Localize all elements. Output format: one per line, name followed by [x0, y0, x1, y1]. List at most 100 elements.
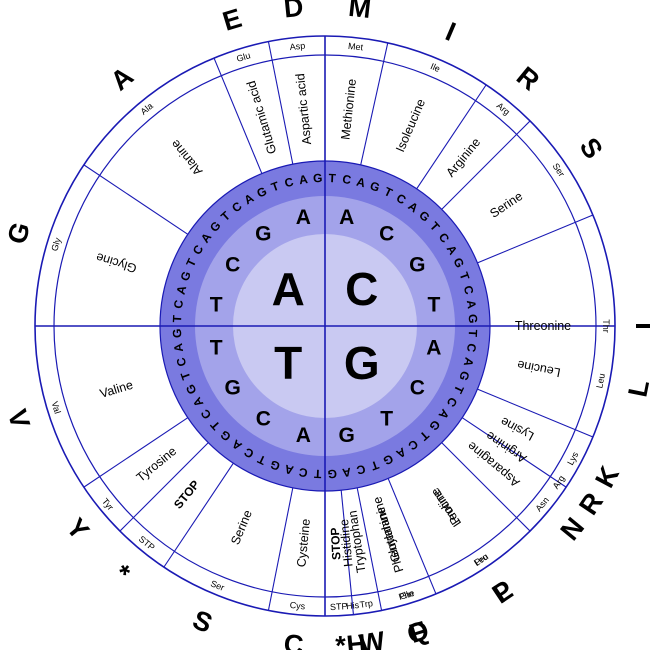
amino-acid-letter: Q: [403, 615, 432, 650]
third-base: C: [298, 465, 309, 480]
second-base: T: [427, 293, 440, 316]
third-base: A: [174, 284, 190, 296]
third-base: G: [456, 369, 472, 383]
first-base: A: [272, 263, 305, 315]
amino-acid-letter: V: [2, 406, 36, 432]
amino-acid-letter: G: [1, 219, 36, 248]
amino-acid-letter: E: [219, 3, 245, 37]
amino-acid-abbr: STP: [330, 601, 348, 612]
amino-acid-letter: W: [357, 626, 387, 650]
third-base: C: [464, 342, 479, 353]
codon-group-divider: [267, 41, 294, 165]
amino-acid-name: Glycine: [94, 250, 138, 276]
codon-group-divider: [387, 478, 437, 595]
amino-acid-abbr: Tyr: [100, 496, 116, 512]
third-base: A: [461, 356, 477, 368]
first-base: T: [274, 337, 302, 389]
amino-acid-letter: L: [623, 377, 650, 399]
amino-acid-abbr: Leu: [594, 372, 607, 389]
third-base: C: [171, 299, 186, 310]
amino-acid-letter: P: [487, 575, 519, 610]
amino-acid-letter: K: [589, 461, 625, 493]
third-base: G: [327, 467, 337, 481]
codon-group-divider: [163, 462, 234, 568]
amino-acid-abbr: Ser: [551, 161, 567, 178]
second-base: A: [296, 424, 311, 447]
amino-acid-name: Aspartic acid: [293, 73, 314, 146]
third-base: A: [341, 465, 352, 480]
amino-acid-name: Threonine: [515, 319, 571, 333]
third-base: C: [174, 356, 190, 368]
second-base: G: [255, 223, 271, 246]
codon-group-divider: [416, 84, 487, 190]
second-base: A: [339, 206, 354, 229]
amino-acid-abbr: Ala: [139, 101, 155, 117]
amino-acid-name: STOP: [171, 478, 202, 512]
first-base: C: [345, 263, 378, 315]
amino-acid-abbr: Met: [348, 41, 364, 53]
second-base: G: [225, 377, 241, 400]
codon-group-divider: [477, 214, 594, 264]
amino-acid-abbr: Lys: [565, 450, 580, 467]
second-base: C: [379, 223, 394, 246]
amino-acid-letter: R: [573, 487, 609, 520]
codon-group-divider: [356, 487, 383, 611]
codon-group-divider: [461, 417, 567, 488]
amino-acid-abbr: Gln: [398, 588, 414, 602]
third-base: T: [313, 467, 322, 481]
amino-acid-letter: Y: [60, 513, 95, 546]
codon-group-divider: [441, 120, 531, 210]
amino-acid-letter: R: [511, 61, 545, 97]
third-base: A: [298, 172, 309, 187]
third-base: G: [466, 314, 480, 324]
amino-acid-name: Serine: [487, 189, 525, 221]
third-base: T: [466, 329, 480, 338]
codon-group-divider: [477, 388, 594, 438]
amino-acid-letter: I: [441, 16, 460, 47]
third-base: T: [328, 171, 337, 185]
second-base: G: [338, 424, 354, 447]
second-base: A: [296, 206, 311, 229]
third-base: A: [464, 299, 479, 310]
amino-acid-name: Histidine: [337, 518, 356, 567]
amino-acid-abbr: Thr: [601, 319, 611, 333]
amino-acid-letter: D: [282, 0, 304, 23]
amino-acid-letter: A: [105, 61, 139, 97]
second-base: C: [225, 253, 240, 276]
amino-acid-abbr: Arg: [551, 474, 567, 491]
amino-acid-abbr: Asp: [289, 41, 305, 52]
amino-acid-name: Leucine: [516, 357, 562, 379]
amino-acid-abbr: Phe: [397, 588, 415, 602]
amino-acid-name: Proline: [429, 487, 462, 527]
amino-acid-letter: M: [347, 0, 373, 24]
third-base: G: [368, 178, 382, 194]
codon-group-divider: [83, 164, 189, 235]
second-base: C: [256, 407, 271, 430]
amino-acid-abbr: Val: [50, 400, 63, 415]
second-base: C: [410, 377, 425, 400]
codon-group-divider: [213, 57, 263, 174]
third-base: A: [355, 175, 367, 191]
third-base: A: [283, 462, 295, 478]
codon-group-divider: [83, 417, 189, 488]
amino-acid-abbr: His: [346, 600, 360, 611]
third-base: C: [461, 284, 477, 296]
amino-acid-name: STOP: [328, 527, 344, 560]
amino-acid-letter: S: [574, 132, 609, 164]
third-base: G: [313, 171, 323, 185]
amino-acid-name: Cysteine: [294, 518, 313, 568]
amino-acid-name: Valine: [98, 378, 134, 401]
amino-acid-name: Glutamine: [373, 505, 403, 564]
third-base: G: [170, 328, 184, 338]
amino-acid-name: Methionine: [338, 78, 359, 140]
second-base: T: [380, 407, 393, 430]
third-base: T: [170, 314, 184, 323]
amino-acid-abbr: Trp: [359, 598, 373, 610]
amino-acid-abbr: Cys: [289, 600, 306, 612]
amino-acid-letter: S: [188, 604, 216, 639]
amino-acid-letter: C: [282, 629, 304, 650]
amino-acid-abbr: Ser: [209, 578, 226, 593]
